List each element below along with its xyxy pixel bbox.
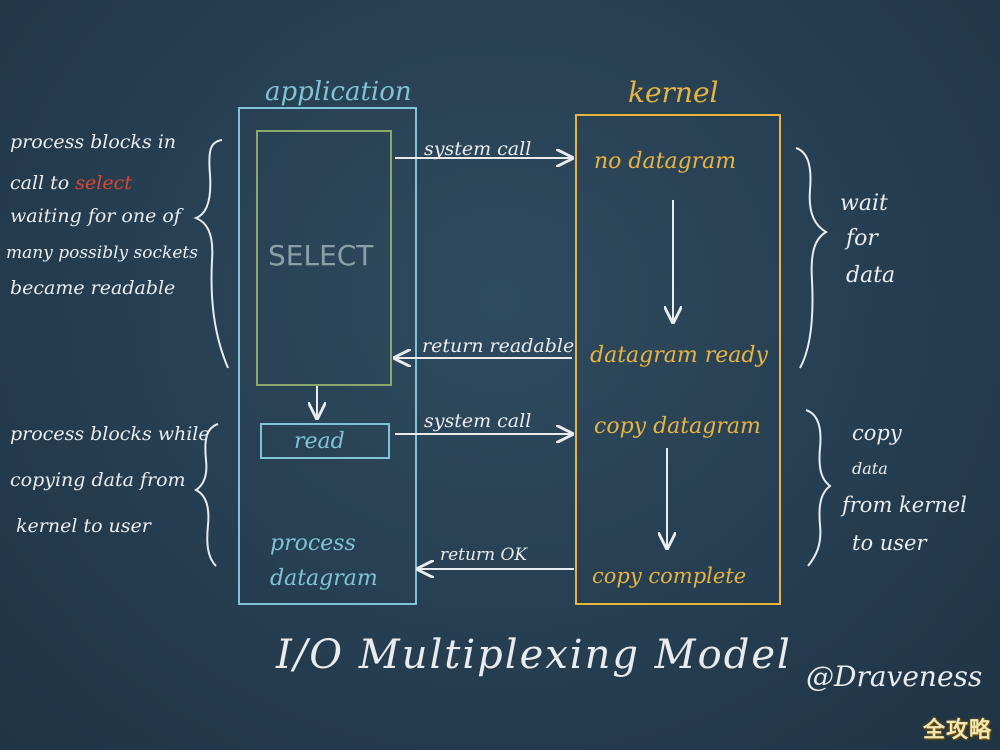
right-brace-wait xyxy=(795,147,828,369)
left-note-select-highlight: select xyxy=(75,172,132,194)
left-note-bottom-line-2: copying data from xyxy=(10,469,186,491)
select-label: SELECT xyxy=(268,239,374,272)
process-datagram-line-2: datagram xyxy=(270,566,378,591)
left-note-bottom: process blocks while copying data from k… xyxy=(10,423,216,537)
left-note-bottom-line-3: kernel to user xyxy=(16,515,153,537)
right-note-wait: wait for data xyxy=(840,191,895,288)
kernel-step-datagram-ready: datagram ready xyxy=(590,343,768,368)
right-brace-copy xyxy=(805,409,832,567)
arrow-label-return-readable: return readable xyxy=(422,335,574,357)
application-label: application xyxy=(265,77,412,107)
left-note-top-line-1: process blocks in xyxy=(10,131,176,153)
kernel-label: kernel xyxy=(628,76,718,109)
arrow-label-system-call-1: system call xyxy=(424,138,531,160)
application-box xyxy=(238,107,417,605)
diagram-title: I/O Multiplexing Model xyxy=(275,632,792,678)
kernel-step-copy-datagram: copy datagram xyxy=(594,414,761,439)
right-note-copy-line-2: data xyxy=(852,459,888,478)
right-note-copy-line-4: to user xyxy=(852,531,928,555)
kernel-step-no-datagram: no datagram xyxy=(594,149,736,174)
read-label: read xyxy=(294,429,345,454)
left-note-top-line-5: became readable xyxy=(10,277,175,299)
right-note-copy-line-1: copy xyxy=(852,421,903,445)
right-note-copy: copy data from kernel to user xyxy=(840,421,974,555)
right-note-wait-line-3: data xyxy=(846,263,895,288)
left-note-top-line-3: waiting for one of xyxy=(10,205,184,227)
right-note-wait-line-2: for xyxy=(844,226,879,251)
kernel-box xyxy=(575,114,781,605)
select-box xyxy=(256,130,392,386)
arrow-label-return-ok: return OK xyxy=(440,545,528,565)
process-datagram-line-1: process xyxy=(270,531,356,556)
right-note-wait-line-1: wait xyxy=(840,191,888,216)
kernel-step-copy-complete: copy complete xyxy=(592,564,746,588)
arrow-label-system-call-2: system call xyxy=(424,410,531,432)
process-datagram-label: process datagram xyxy=(270,531,378,591)
left-note-top-line-4: many possibly sockets xyxy=(6,243,198,263)
site-watermark: 全攻略 xyxy=(922,718,992,743)
right-note-copy-line-3: from kernel xyxy=(840,493,967,517)
left-note-top-line-2: call to xyxy=(10,172,75,194)
author-signature: @Draveness xyxy=(806,660,982,693)
left-brace-bottom xyxy=(194,423,219,567)
left-brace-top xyxy=(193,139,229,369)
left-note-top: process blocks in call to select waiting… xyxy=(6,131,204,299)
left-note-bottom-line-1: process blocks while xyxy=(10,423,210,445)
read-box xyxy=(260,423,390,459)
